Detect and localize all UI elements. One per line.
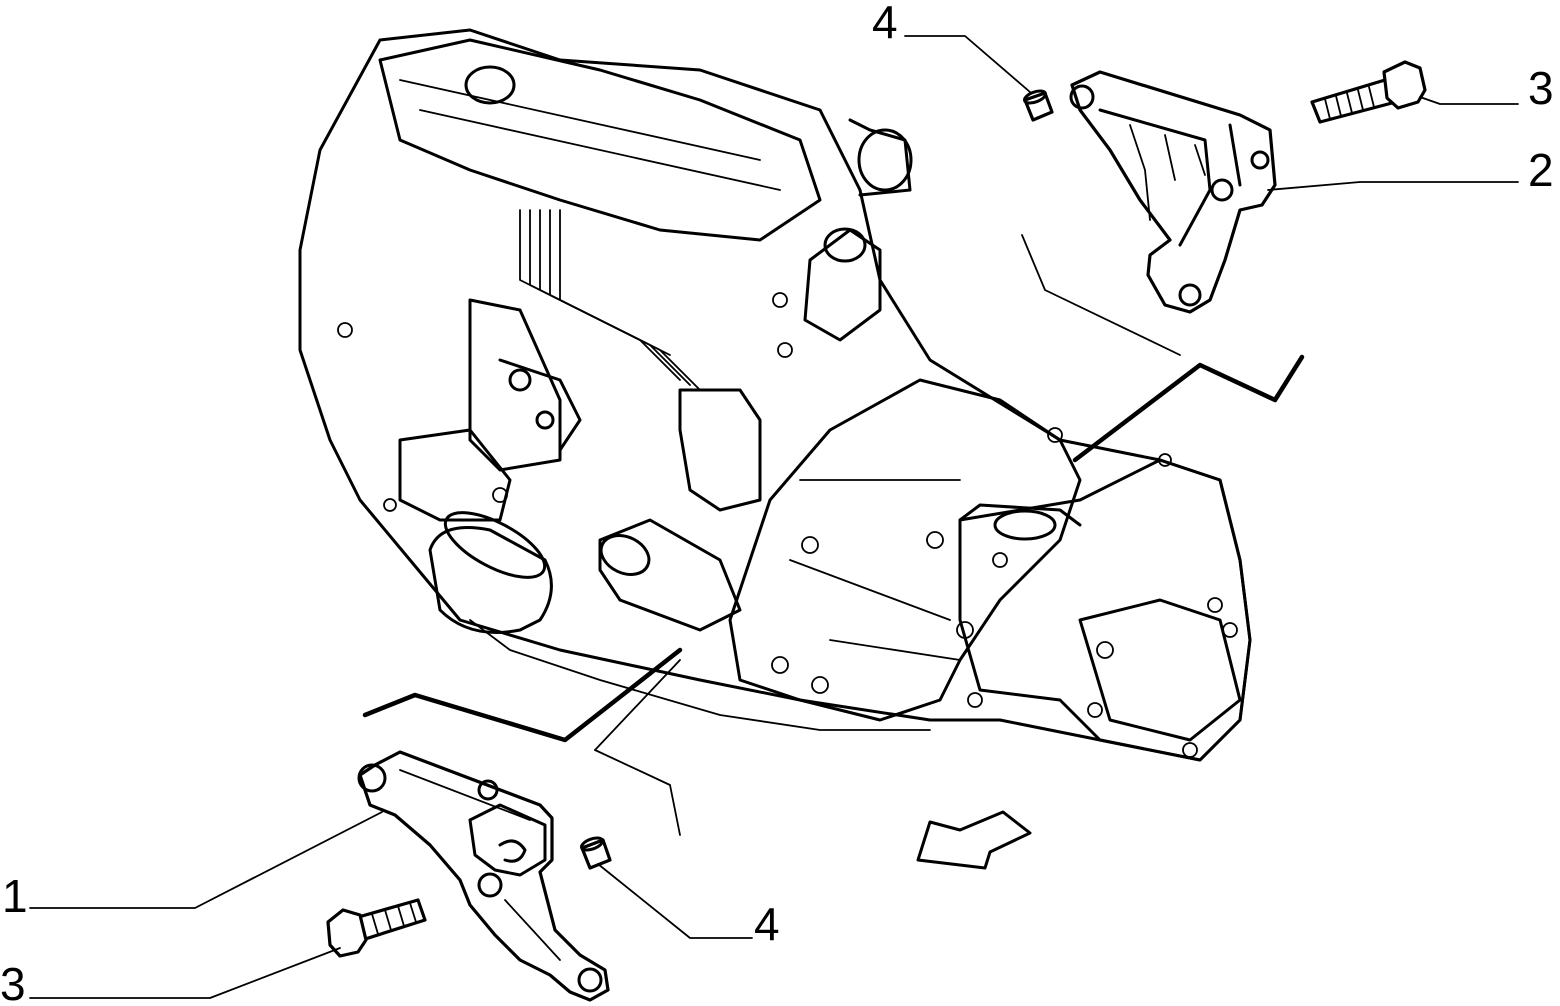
engine-mount-bracket-upper [1069,70,1277,314]
callout-2: 2 [1528,144,1554,196]
hex-bolt-top [1310,60,1427,124]
hex-bolt-bottom [326,898,427,958]
engine-mount-bracket-lower [357,750,610,1002]
engine-gearbox-assembly [298,28,1252,762]
bushing-top [1023,89,1054,122]
lower-mount-leader [362,647,683,836]
bushing-bottom [580,836,612,870]
callout-leaders [29,35,1519,999]
upper-mount-leader [1021,234,1305,463]
callout-4-bottom: 4 [754,898,780,950]
callout-3-top: 3 [1528,62,1554,114]
callout-3-bottom: 3 [0,958,26,1006]
direction-arrow-icon [916,810,1032,870]
callout-1: 1 [2,870,28,922]
callout-4-top: 4 [872,0,898,48]
